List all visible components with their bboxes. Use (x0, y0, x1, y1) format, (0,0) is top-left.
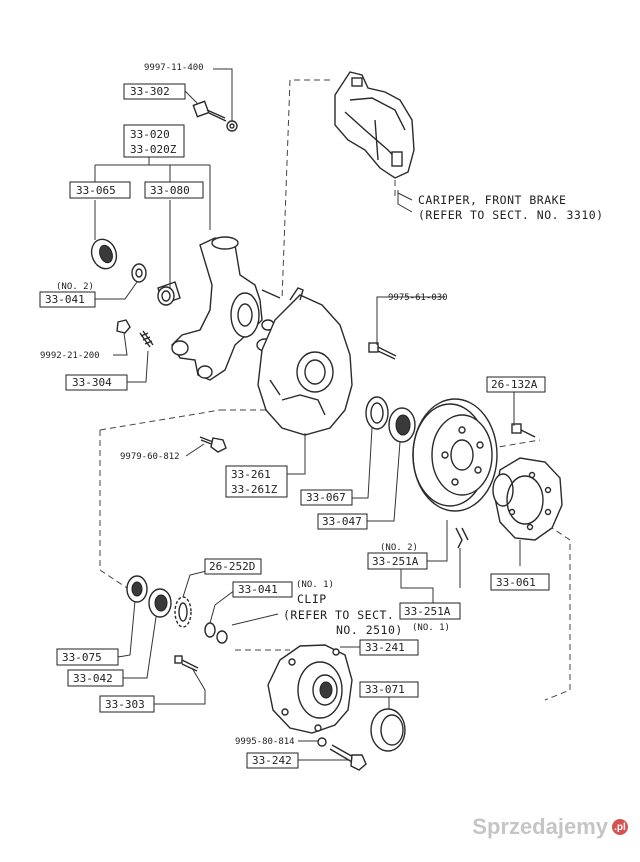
label-33-071: 33-071 (365, 683, 405, 696)
bushing-33-080 (157, 281, 181, 306)
bolt-26-132a (511, 423, 536, 438)
watermark-tld: .pl (612, 819, 628, 835)
label-33-042: 33-042 (73, 672, 113, 685)
label-33-303: 33-303 (105, 698, 145, 711)
caliper-note-ref: (REFER TO SECT. NO. 3310) (418, 208, 604, 222)
dust-shield-33-261 (257, 287, 353, 436)
washer-33-041-top (131, 263, 147, 283)
bolt-33-302 (192, 100, 238, 132)
label-26-252d: 26-252D (209, 560, 255, 573)
label-33-041-mid: 33-041 (238, 583, 278, 596)
label-33-020: 33-020 (130, 128, 170, 141)
bolt-33-304 (139, 330, 154, 348)
clip-note-title: CLIP (297, 592, 327, 606)
watermark-logo: Sprzedajemy .pl (472, 814, 628, 840)
hub-33-241 (267, 644, 353, 734)
oil-seal-33-067 (365, 396, 389, 430)
label-33-075: 33-075 (62, 651, 102, 664)
callout-notes: CARIPER, FRONT BRAKE (REFER TO SECT. NO.… (231, 190, 604, 637)
oil-seal-33-065 (90, 238, 118, 270)
label-33-251a-top: 33-251A (372, 555, 419, 568)
label-no2-b: (NO. 2) (380, 543, 418, 553)
label-33-242: 33-242 (252, 754, 292, 767)
bearing-33-042 (148, 588, 172, 618)
label-9997-11-400: 9997-11-400 (144, 63, 204, 73)
bearing-33-047 (388, 407, 416, 443)
wheel-hub-33-061 (492, 457, 563, 541)
watermark-brand: Sprzedajemy (472, 814, 608, 839)
caliper-note-title: CARIPER, FRONT BRAKE (418, 193, 566, 207)
seal-33-075 (126, 575, 148, 603)
label-33-241: 33-241 (365, 641, 405, 654)
label-33-061: 33-061 (496, 576, 536, 589)
label-33-065: 33-065 (76, 184, 116, 197)
washer-33-041-mid (204, 622, 228, 644)
steering-knuckle (171, 236, 281, 381)
label-33-047: 33-047 (322, 515, 362, 528)
washer-9995-80-814 (317, 737, 327, 747)
part-labels: 9997-11-400 33-302 33-020 33-020Z 33-065… (39, 63, 550, 769)
label-33-041-top: 33-041 (45, 293, 85, 306)
label-9975-61-030: 9975-61-030 (388, 293, 448, 303)
label-33-261z: 33-261Z (231, 483, 278, 496)
cap-33-071 (370, 708, 406, 752)
label-33-261: 33-261 (231, 468, 271, 481)
clip-note-ref: (REFER TO SECT. (283, 608, 394, 622)
brake-disc-33-251a (412, 398, 498, 549)
brake-caliper (334, 71, 415, 179)
label-33-304: 33-304 (72, 376, 112, 389)
bolt-9975-61-030 (368, 342, 397, 360)
label-33-251a-bot: 33-251A (404, 605, 451, 618)
bolt-33-242 (329, 744, 367, 771)
leader-lines (94, 68, 521, 761)
nut-9992-21-200 (116, 319, 131, 334)
label-no1-a: (NO. 1) (296, 580, 334, 590)
label-no1-b: (NO. 1) (412, 623, 450, 633)
label-33-020z: 33-020Z (130, 143, 177, 156)
label-9995-80-814: 9995-80-814 (235, 737, 295, 747)
bolt-9979-60-812 (199, 436, 227, 453)
label-no2-a: (NO. 2) (56, 282, 94, 292)
label-33-080: 33-080 (150, 184, 190, 197)
label-33-302: 33-302 (130, 85, 170, 98)
label-9979-60-812: 9979-60-812 (120, 452, 180, 462)
label-26-132a: 26-132A (491, 378, 538, 391)
bolt-33-303 (174, 655, 199, 672)
clip-note-ref-cont: NO. 2510) (336, 623, 403, 637)
label-9992-21-200: 9992-21-200 (40, 351, 100, 361)
ring-26-252d (174, 596, 192, 628)
label-33-067: 33-067 (306, 491, 346, 504)
